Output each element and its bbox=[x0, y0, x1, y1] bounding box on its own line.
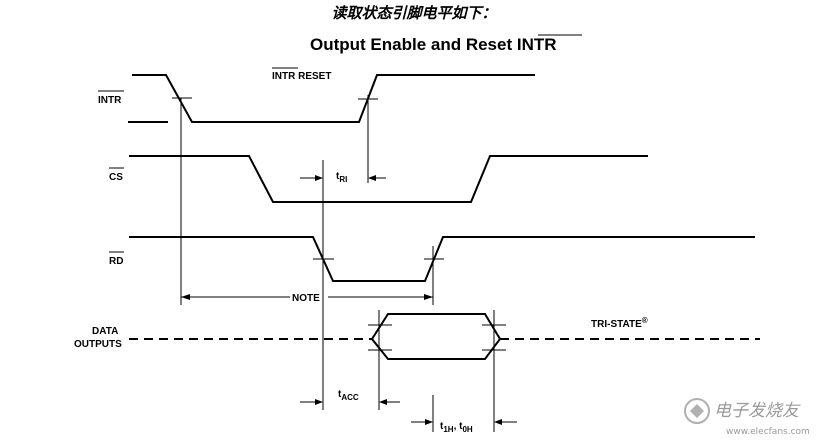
diagram-title-intr: INTR bbox=[517, 35, 557, 54]
intr-waveform bbox=[132, 74, 535, 123]
intr-reset-label: INTR RESET bbox=[272, 71, 331, 82]
watermark-url: www.elecfans.com bbox=[726, 427, 810, 437]
tri-state-label: TRI-STATE® bbox=[591, 316, 648, 330]
rd-waveform bbox=[129, 236, 755, 282]
tri-state-mark: ® bbox=[642, 316, 648, 325]
data-valid-window bbox=[370, 313, 502, 360]
thold-arrowhead-right bbox=[494, 419, 502, 425]
note-arrowhead-left bbox=[181, 294, 190, 300]
t-acc-label: tACC bbox=[338, 389, 359, 402]
note-arrowhead-right bbox=[424, 294, 433, 300]
intr-reset-over: INTR bbox=[272, 71, 296, 82]
tacc-arrowhead-right bbox=[379, 399, 387, 405]
t-acc-sub: ACC bbox=[341, 393, 359, 402]
tri-arrowhead-right bbox=[368, 175, 376, 181]
signal-label-intr: INTR bbox=[98, 95, 122, 106]
watermark-brand: 电子发烧友 bbox=[714, 401, 801, 421]
intr-reset-rest: RESET bbox=[295, 71, 331, 82]
t-ri-sub: RI bbox=[339, 175, 347, 184]
cs-waveform bbox=[129, 155, 648, 203]
note-label: NOTE bbox=[292, 293, 320, 304]
t-hold-label: t1H, t0H bbox=[440, 421, 473, 434]
watermark-logo-mark bbox=[690, 404, 704, 418]
t-ri-label: tRI bbox=[336, 171, 347, 184]
signal-label-rd: RD bbox=[109, 256, 123, 267]
t-1h-sub: 1H bbox=[443, 425, 453, 434]
diagram-title-main: Output Enable and Reset bbox=[310, 35, 517, 54]
watermark-logo-icon bbox=[684, 398, 710, 424]
t-ri-t: t bbox=[336, 171, 340, 182]
t-0h-t: , t bbox=[454, 421, 464, 432]
tri-state-text: TRI-STATE bbox=[591, 319, 642, 330]
signal-label-outputs: OUTPUTS bbox=[74, 339, 122, 350]
signal-label-cs: CS bbox=[109, 172, 123, 183]
t-0h-sub: 0H bbox=[462, 425, 472, 434]
watermark: 电子发烧友 www.elecfans.com bbox=[684, 398, 810, 437]
diagram-title: Output Enable and Reset INTR bbox=[310, 35, 557, 54]
t-acc-t: t bbox=[338, 389, 342, 400]
signal-label-data: DATA bbox=[92, 326, 118, 337]
tacc-arrowhead-left bbox=[315, 399, 323, 405]
t-1h-t: t bbox=[440, 421, 444, 432]
thold-arrowhead-left bbox=[425, 419, 433, 425]
page-title: 读取状态引脚电平如下： bbox=[331, 4, 497, 22]
tri-arrowhead-left bbox=[315, 175, 323, 181]
